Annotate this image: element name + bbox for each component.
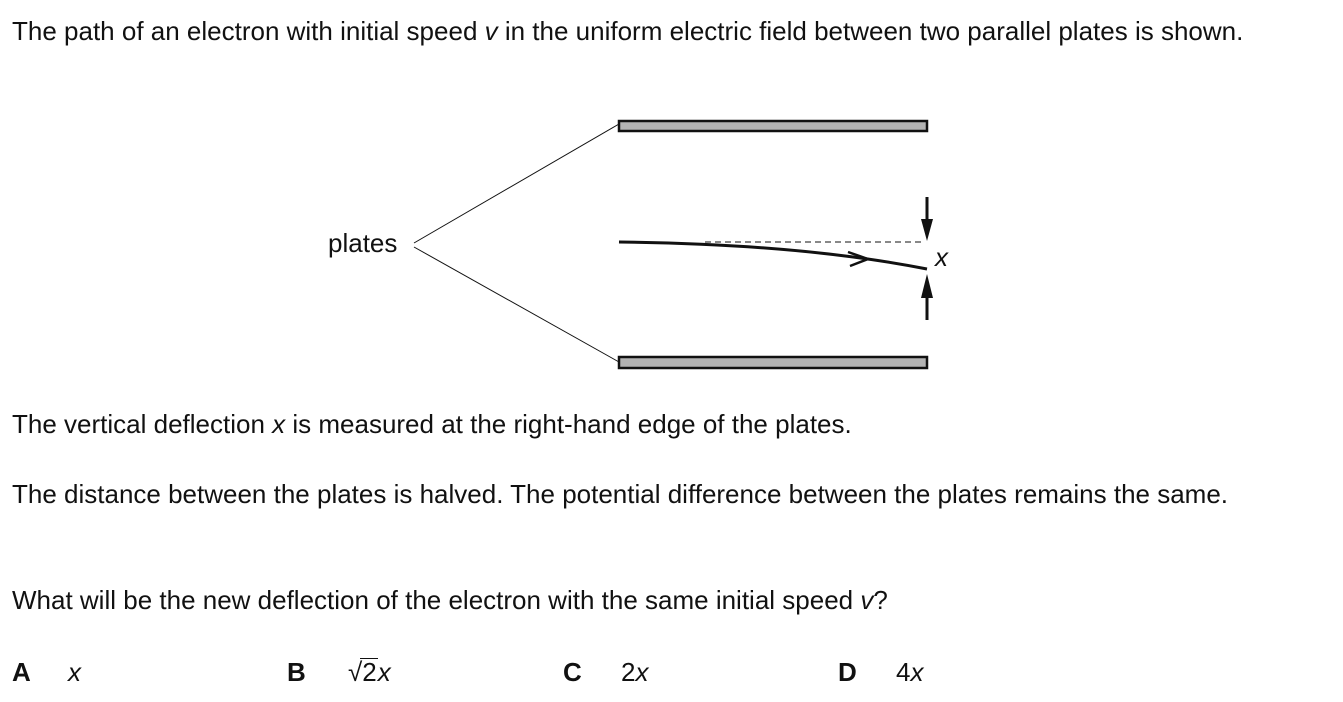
option-b-variable: x [377, 657, 391, 687]
deflection-text-part: The vertical deflection [12, 409, 273, 439]
option-d-letter[interactable]: D [838, 657, 857, 687]
option-c-letter[interactable]: C [563, 657, 582, 687]
prompt-text: What will be the new deflection of the e… [12, 582, 1330, 618]
option-b-radicand: 2 [360, 657, 378, 687]
option-a-variable: x [68, 657, 81, 687]
electron-deflection-diagram: plates x [328, 119, 949, 370]
option-d-variable: x [910, 657, 924, 687]
speed-variable: v [484, 16, 498, 46]
deflection-arrow-bottom-head [921, 274, 933, 298]
deflection-text-part: is measured at the right-hand edge of th… [285, 409, 852, 439]
speed-variable: v [860, 585, 874, 615]
electron-path [618, 240, 928, 271]
electron-direction-arrow [847, 250, 872, 268]
option-a-value[interactable]: x [68, 654, 81, 690]
radical-sign-icon: √ [348, 657, 363, 687]
intro-text: The path of an electron with initial spe… [12, 13, 1330, 49]
deflection-text: The vertical deflection x is measured at… [12, 406, 1330, 442]
intro-text-part: in the uniform electric field between tw… [497, 16, 1244, 46]
option-b-letter[interactable]: B [287, 657, 306, 687]
option-d-value[interactable]: 4x [896, 654, 923, 690]
option-c-coefficient: 2 [621, 657, 636, 687]
option-c-variable: x [635, 657, 649, 687]
plates-label: plates [328, 228, 397, 258]
option-d-coefficient: 4 [896, 657, 911, 687]
bottom-plate [617, 355, 929, 370]
change-text: The distance between the plates is halve… [12, 479, 1229, 509]
deflection-variable: x [272, 409, 286, 439]
plates-leader-line-bottom [413, 246, 620, 363]
intro-text-part: The path of an electron with initial spe… [12, 16, 485, 46]
prompt-text-part: ? [873, 585, 888, 615]
plates-leader-line-top [413, 123, 620, 244]
square-root: √2 [348, 654, 378, 690]
deflection-arrow-top-head [921, 219, 933, 241]
top-plate [617, 119, 929, 133]
option-b-value[interactable]: √2x [348, 654, 391, 690]
option-c-value[interactable]: 2x [621, 654, 648, 690]
deflection-label: x [933, 242, 949, 272]
prompt-text-part: What will be the new deflection of the e… [12, 585, 861, 615]
option-a-letter[interactable]: A [12, 657, 31, 687]
